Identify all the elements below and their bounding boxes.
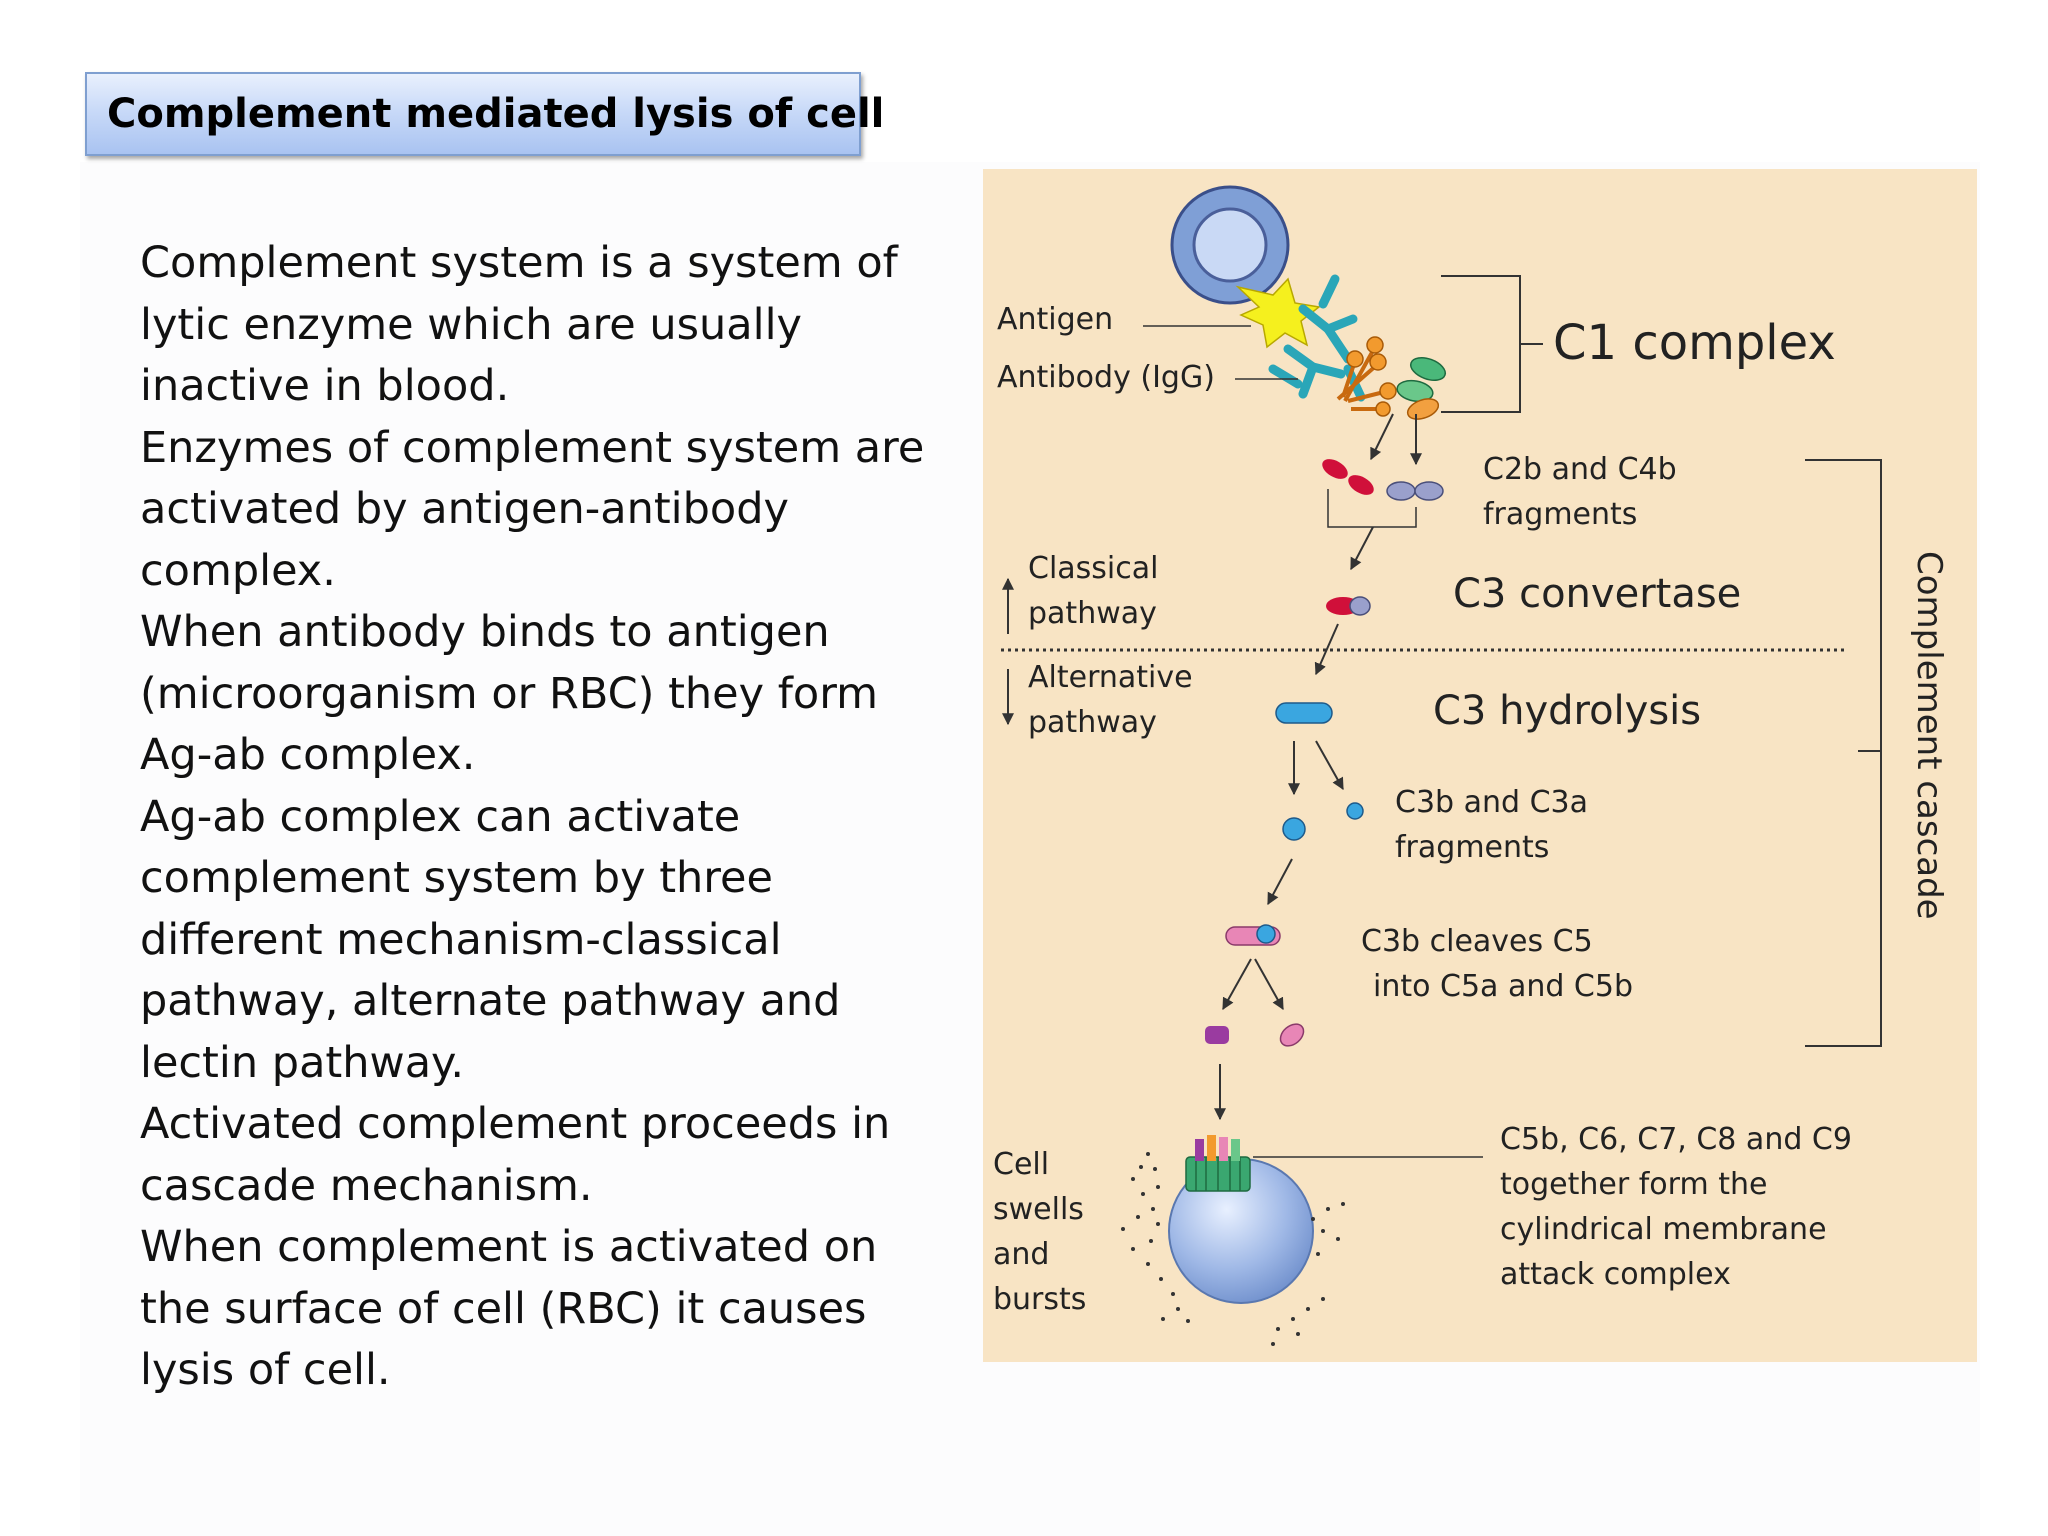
classical-label-line1: Classical xyxy=(1028,551,1158,586)
body-line: cascade mechanism. xyxy=(140,1160,593,1211)
c2b-c4b-label-line2: fragments xyxy=(1483,497,1637,532)
cell-swells-label-line3: and xyxy=(993,1237,1049,1272)
c3-convertase-label: C3 convertase xyxy=(1453,571,1741,617)
alternative-label-line1: Alternative xyxy=(1028,660,1193,695)
c3-molecule-icon xyxy=(1275,702,1333,724)
c1-complex-icon xyxy=(1336,336,1447,420)
c3b-c3a-label-line1: C3b and C3a xyxy=(1395,785,1588,820)
body-line: complex. xyxy=(140,545,336,596)
body-line: Ag-ab complex can activate xyxy=(140,791,741,842)
cell-swells-label-line1: Cell xyxy=(993,1147,1049,1182)
figure-background xyxy=(983,169,1977,1362)
arrow xyxy=(1350,526,1374,571)
body-line: (microorganism or RBC) they form xyxy=(140,668,879,719)
body-line: Activated complement proceeds in xyxy=(140,1099,891,1149)
c5a-fragment-icon xyxy=(1205,1026,1229,1044)
mac-label-line4: attack complex xyxy=(1500,1257,1731,1292)
arrow xyxy=(1315,740,1344,791)
c1-complex-label: C1 complex xyxy=(1553,315,1836,371)
c4b-fragment-icon xyxy=(1386,481,1444,501)
mac-label-line1: C5b, C6, C7, C8 and C9 xyxy=(1500,1122,1852,1157)
slide-title: Complement mediated lysis of cell xyxy=(107,91,885,137)
cell-swells-label-line4: bursts xyxy=(993,1282,1086,1317)
arrow xyxy=(1314,623,1339,676)
body-line: Ag-ab complex. xyxy=(140,730,476,780)
body-line: lytic enzyme which are usually xyxy=(140,299,802,350)
arrow xyxy=(1254,958,1284,1011)
c2b-fragment-icon xyxy=(1322,459,1374,495)
mac-label-line2: together form the xyxy=(1500,1167,1767,1202)
c2b-c4b-label-line1: C2b and C4b xyxy=(1483,452,1677,487)
body-line: different mechanism-classical xyxy=(140,914,782,965)
c3b-cleaves-label-line1: C3b cleaves C5 xyxy=(1361,924,1593,959)
complement-cascade-label: Complement cascade xyxy=(1909,551,1949,920)
antigen-label: Antigen xyxy=(997,302,1113,337)
body-line: the surface of cell (RBC) it causes xyxy=(140,1283,867,1334)
classical-label-line2: pathway xyxy=(1028,596,1157,631)
body-line: lysis of cell. xyxy=(140,1345,391,1395)
body-line: When antibody binds to antigen xyxy=(140,607,830,657)
body-line: Enzymes of complement system are xyxy=(140,422,925,473)
lysing-cell-icon xyxy=(1121,1152,1345,1346)
antibody-label: Antibody (IgG) xyxy=(997,360,1215,395)
slide-title-box: Complement mediated lysis of cell xyxy=(85,72,884,156)
c3a-fragment-icon xyxy=(1346,802,1364,820)
arrow xyxy=(1222,958,1252,1011)
cell-swells-label-line2: swells xyxy=(993,1192,1084,1227)
complement-cascade-diagram: Antigen Antibody (IgG) C1 complex C2b an… xyxy=(983,169,1977,1362)
c3-hydrolysis-label: C3 hydrolysis xyxy=(1433,688,1701,734)
membrane-attack-complex-icon xyxy=(1185,1135,1251,1192)
c3-convertase-icon xyxy=(1326,596,1371,616)
body-line: When complement is activated on xyxy=(140,1222,878,1272)
antigen-star-icon xyxy=(1235,277,1321,349)
complement-cascade-figure: Antigen Antibody (IgG) C1 complex C2b an… xyxy=(983,169,1977,1362)
c3b-c3a-label-line2: fragments xyxy=(1395,830,1549,865)
arrow xyxy=(1267,858,1293,906)
body-line: activated by antigen-antibody xyxy=(140,484,789,534)
arrow xyxy=(1370,413,1394,461)
c3b-cleaves-label-line2: into C5a and C5b xyxy=(1373,969,1633,1004)
body-line: Complement system is a system of xyxy=(140,238,898,288)
complement-cascade-bracket xyxy=(1805,459,1882,1047)
mac-label-line3: cylindrical membrane xyxy=(1500,1212,1827,1247)
body-line: complement system by three xyxy=(140,853,773,903)
body-line: pathway, alternate pathway and xyxy=(140,976,841,1026)
c3b-fragment-icon xyxy=(1282,817,1306,841)
body-text: Complement system is a system of lytic e… xyxy=(140,233,925,1402)
c5b-fragment-icon xyxy=(1279,1023,1305,1047)
body-line: inactive in blood. xyxy=(140,361,510,411)
alternative-label-line2: pathway xyxy=(1028,705,1157,740)
c5-convertase-icon xyxy=(1225,924,1281,946)
body-line: lectin pathway. xyxy=(140,1037,465,1088)
antigen-cell-icon xyxy=(1170,185,1290,305)
